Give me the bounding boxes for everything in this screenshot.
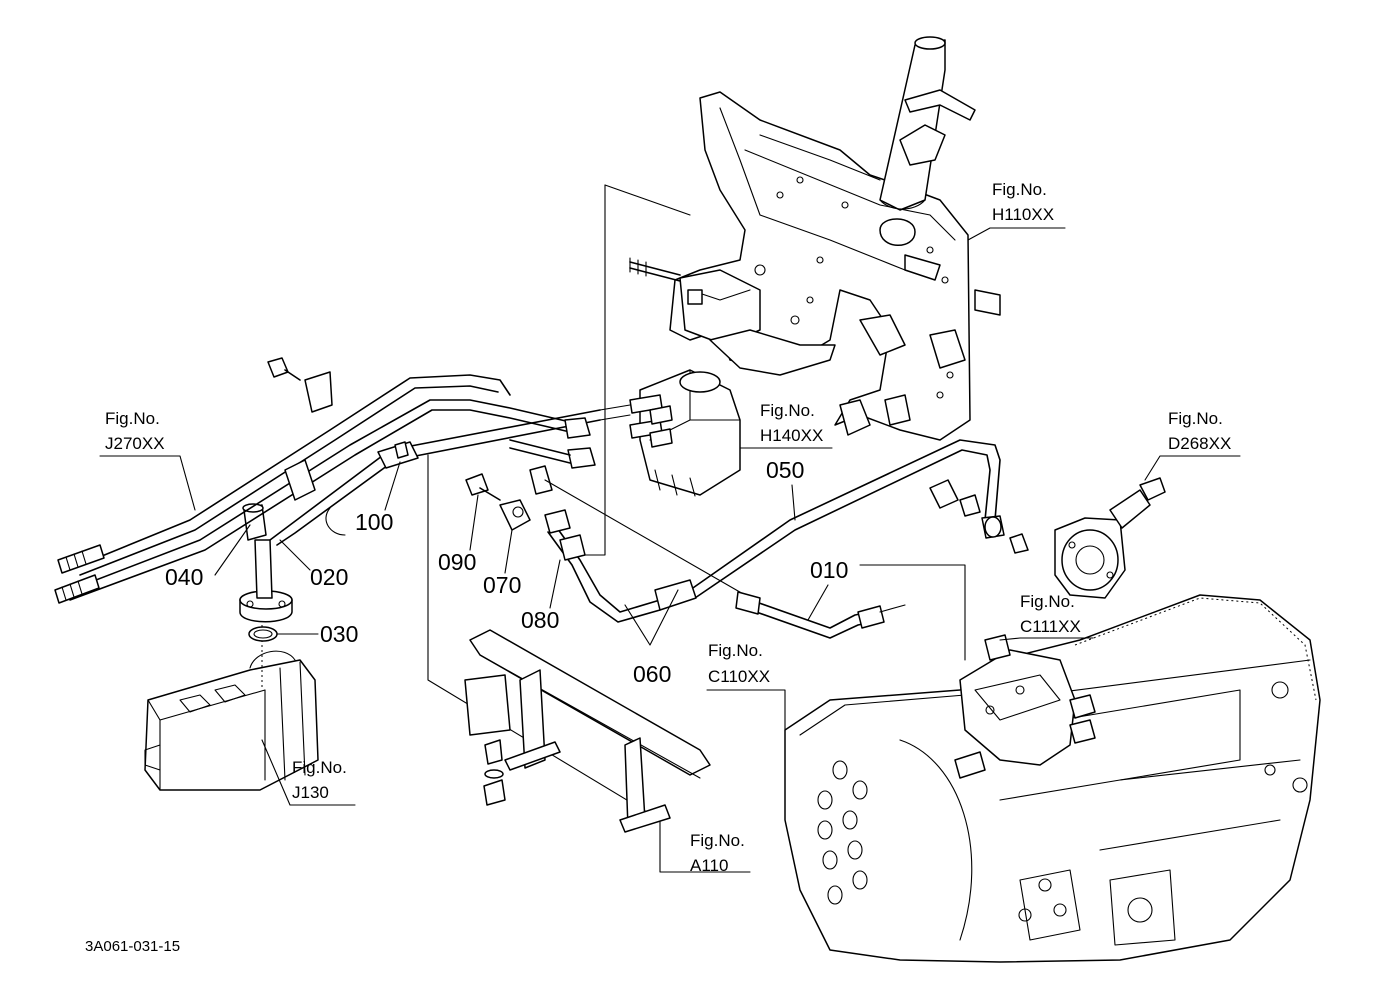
callouts: 040 020 100 030 090 070 080 060 050 010 <box>165 457 848 687</box>
j270-leader <box>99 455 196 511</box>
leader-070 <box>504 529 513 574</box>
part-label-080: 080 <box>521 607 559 633</box>
pipe-020 <box>269 409 601 541</box>
fig-prefix-c111: Fig.No. <box>1020 592 1075 611</box>
leader-090 <box>469 494 479 551</box>
part-label-040: 040 <box>165 564 203 590</box>
fig-ref-a110: A110 <box>690 856 728 875</box>
leader-080 <box>549 559 561 609</box>
leader-010 <box>807 584 829 621</box>
fitting-080 <box>529 465 746 596</box>
060-leaders <box>624 589 679 646</box>
part-label-100: 100 <box>355 509 393 535</box>
d268-leader <box>1144 455 1241 481</box>
leader-040 <box>214 524 251 576</box>
o-ring-inner <box>253 629 273 639</box>
fig-ref-j130: J130 <box>292 783 329 802</box>
frame-bracket <box>464 629 711 833</box>
pipe-010 <box>735 591 906 639</box>
pump-flange <box>239 503 293 690</box>
fig-ref-c110: C110XX <box>708 667 770 686</box>
pipe-020-edge <box>276 419 601 546</box>
bolt-090 <box>465 473 501 501</box>
j130-leader <box>261 739 356 806</box>
fig-ref-d268: D268XX <box>1168 434 1231 453</box>
hydraulic-pump <box>144 650 319 791</box>
c111-leader <box>999 637 1094 641</box>
clamp-070 <box>499 499 531 531</box>
clamp-100 <box>377 441 419 469</box>
control-valve <box>954 634 1096 779</box>
c110-leader <box>706 689 786 731</box>
leader-100 <box>384 461 401 511</box>
drawing-id: 3A061-031-15 <box>85 938 180 955</box>
part-label-090: 090 <box>438 549 476 575</box>
pipe-050 <box>689 439 1005 599</box>
part-label-010: 010 <box>810 557 848 583</box>
fig-prefix-c110: Fig.No. <box>708 641 763 660</box>
fig-prefix-j270: Fig.No. <box>105 409 160 428</box>
fig-prefix-a110: Fig.No. <box>690 831 745 850</box>
hoses-j270 <box>54 374 596 604</box>
part-label-050: 050 <box>766 457 804 483</box>
fittings-050 <box>929 479 1029 554</box>
banjo-bolt-top <box>267 357 333 501</box>
bracket-leader-top <box>604 184 691 216</box>
a110-leader <box>427 454 751 873</box>
valve-d268 <box>1054 477 1166 599</box>
part-label-060: 060 <box>633 661 671 687</box>
fig-prefix-j130: Fig.No. <box>292 758 347 777</box>
fig-prefix-h110: Fig.No. <box>992 180 1047 199</box>
part-label-030: 030 <box>320 621 358 647</box>
o-ring <box>248 626 278 642</box>
figure-references: Fig.No. H110XX Fig.No. H140XX Fig.No. J2… <box>99 180 1231 875</box>
fig-ref-j270: J270XX <box>105 434 165 453</box>
part-label-020: 020 <box>310 564 348 590</box>
steering-valve <box>599 369 741 497</box>
hose-bend-tag <box>325 507 346 536</box>
c111-inner-leader <box>859 564 966 661</box>
bracket-leader-left <box>577 184 606 556</box>
fig-prefix-d268: Fig.No. <box>1168 409 1223 428</box>
hose-060 <box>544 509 697 623</box>
fig-prefix-h140: Fig.No. <box>760 401 815 420</box>
fig-ref-h140: H140XX <box>760 426 823 445</box>
fig-ref-h110: H110XX <box>992 205 1054 224</box>
part-label-070: 070 <box>483 572 521 598</box>
transmission-housing <box>784 594 1321 963</box>
leader-020 <box>279 539 311 571</box>
h110-leader <box>967 227 1066 241</box>
steering-column-bracket <box>629 36 1001 441</box>
leader-050 <box>791 484 796 521</box>
fig-ref-c111: C111XX <box>1020 617 1081 636</box>
